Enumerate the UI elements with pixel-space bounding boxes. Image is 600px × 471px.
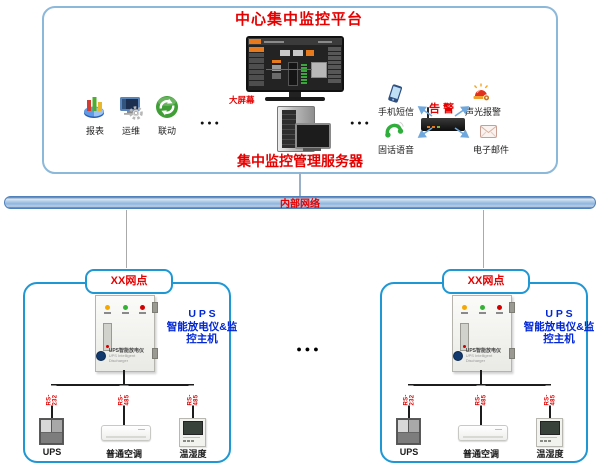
telephone-icon (384, 121, 404, 146)
device-label-ups: UPS (42, 447, 62, 457)
server-monitor-icon (295, 123, 331, 149)
cabinet-stem-line (480, 370, 482, 384)
ups-device-icon (39, 418, 64, 445)
cabinet-logo-icon (453, 351, 463, 362)
bus-label-th: RS-485 (544, 385, 556, 406)
platform-title: 中心集中监控平台 (234, 11, 363, 28)
cabinet-display-slot (460, 323, 469, 351)
network-to-site-link-left (126, 210, 127, 268)
cabinet-logo-icon (96, 351, 106, 362)
module-linkage: 联动 (150, 94, 184, 137)
channel-voice-label: 固话语音 (377, 145, 414, 155)
site-box-left: XX网点 UPS智能放电仪 UPS Intelligent Discharger… (23, 269, 237, 463)
channel-email-label: 电子邮件 (472, 145, 509, 155)
operations-monitor-icon (114, 94, 148, 120)
site-header: XX网点 (85, 269, 173, 294)
device-label-ac: 普通空调 (105, 449, 142, 459)
module-operations-label: 运维 (121, 126, 140, 136)
cabinet-title: UPS智能放电仪 (108, 348, 145, 355)
branch-line (51, 384, 194, 386)
alarm-arrows (405, 99, 481, 150)
ups-discharge-cabinet: UPS智能放电仪 UPS Intelligent Discharger (452, 295, 515, 372)
bus-label-ups: RS-232 (403, 385, 415, 406)
ellipsis-left: ●●● (200, 120, 222, 127)
platform-to-network-link (299, 172, 301, 196)
temp-humidity-icon (536, 418, 563, 447)
host-label: U P S 智能放电仪&监 控主机 (523, 308, 595, 345)
cabinet-title: UPS智能放电仪 (465, 348, 502, 355)
device-label-th: 温湿度 (179, 449, 207, 459)
ellipsis-right: ●●● (350, 120, 372, 127)
linkage-sync-icon (150, 94, 184, 120)
module-report: 报表 (78, 94, 112, 137)
temp-humidity-icon (179, 418, 206, 447)
big-screen-monitor (246, 36, 344, 101)
network-to-site-link-right (483, 210, 484, 268)
module-report-label: 报表 (85, 126, 104, 136)
report-chart-icon (78, 94, 112, 120)
cabinet-subtitle: UPS Intelligent Discharger (465, 353, 493, 364)
device-label-ups: UPS (399, 447, 419, 457)
ups-device-icon (396, 418, 421, 445)
host-label: U P S 智能放电仪&监 控主机 (166, 308, 238, 345)
air-conditioner-icon (458, 425, 508, 441)
alarm-host-icon (421, 118, 465, 131)
email-icon (480, 125, 497, 143)
ellipsis-between-sites: ●●● (296, 344, 322, 354)
ups-discharge-cabinet: UPS智能放电仪 UPS Intelligent Discharger (95, 295, 158, 372)
device-label-th: 温湿度 (536, 449, 564, 459)
big-screen-label: 大屏幕 (229, 95, 255, 105)
alarm-title: 告警 (429, 103, 457, 115)
cabinet-subtitle: UPS Intelligent Discharger (108, 353, 136, 364)
branch-line (408, 384, 551, 386)
device-label-ac: 普通空调 (462, 449, 499, 459)
site-header: XX网点 (442, 269, 530, 294)
dashboard-screen (248, 38, 342, 90)
server-label: 集中监控管理服务器 (237, 153, 363, 169)
server-monitor-stand (303, 148, 321, 151)
internal-network-bus: 内部网络 (4, 196, 596, 210)
bus-label-ups: RS-232 (46, 385, 58, 406)
module-linkage-label: 联动 (157, 126, 176, 136)
channel-sound-light-label: 声光报警 (464, 107, 501, 117)
module-operations: 运维 (114, 94, 148, 137)
mobile-phone-icon (386, 83, 404, 110)
channel-sms-label: 手机短信 (377, 107, 414, 117)
site-box-right: XX网点 UPS智能放电仪 UPS Intelligent Discharger… (380, 269, 594, 463)
cabinet-display-slot (103, 323, 112, 351)
bus-label-ac: RS-485 (475, 385, 487, 406)
bus-label-th: RS-485 (187, 385, 199, 406)
bus-label-ac: RS-485 (118, 385, 130, 406)
internal-network-label: 内部网络 (280, 199, 320, 210)
siren-icon (471, 83, 491, 107)
cabinet-stem-line (123, 370, 125, 384)
air-conditioner-icon (101, 425, 151, 441)
